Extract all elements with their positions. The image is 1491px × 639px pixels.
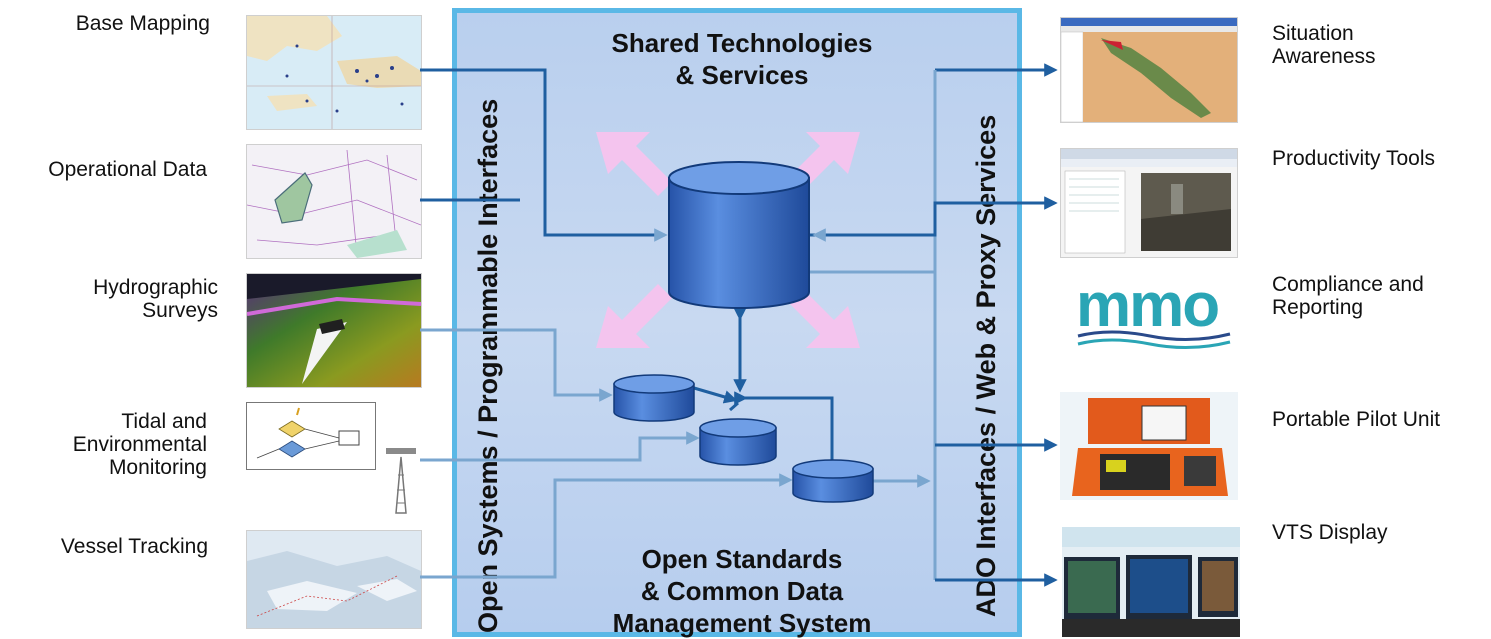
label-vts-display: VTS Display — [1272, 521, 1388, 544]
portable-pilot-unit-thumbnail — [1060, 392, 1238, 500]
tide-gauge-mast-thumbnail — [383, 445, 419, 515]
star-arrow-top-left — [596, 132, 672, 196]
label-vessel-tracking: Vessel Tracking — [60, 535, 208, 558]
panel-top-title: Shared Technologies & Services — [611, 28, 873, 90]
connector-vessel-tracking — [420, 473, 793, 579]
base-mapping-thumbnail — [246, 15, 422, 130]
mmo-logo: mmo — [1070, 274, 1240, 356]
vessel-tracking-thumbnail — [246, 530, 422, 629]
star-arrow-bottom-left — [596, 284, 672, 348]
connector-hydrographic-surveys — [420, 328, 613, 402]
label-productivity-tools: Productivity Tools — [1272, 147, 1436, 170]
connector-db2-to-hub — [729, 401, 739, 412]
central-database-icon — [668, 161, 810, 309]
connector-tidal-monitoring — [420, 431, 700, 462]
connector-base-mapping — [420, 68, 668, 242]
vts-display-thumbnail — [1062, 527, 1240, 637]
panel-bottom-title: Open Standards & Common Data Management … — [612, 544, 872, 638]
label-operational-data: Operational Data — [48, 158, 207, 181]
label-tidal-monitoring: Tidal and Environmental Monitoring — [72, 410, 207, 479]
star-arrow-bottom-right — [784, 284, 860, 348]
label-base-mapping: Base Mapping — [75, 12, 210, 35]
mmo-logo-text: mmo — [1076, 274, 1218, 340]
hydrographic-surveys-thumbnail — [246, 273, 422, 388]
small-database-3-icon — [792, 459, 874, 503]
label-situation-awareness: Situation Awareness — [1272, 22, 1376, 68]
connector-db3-to-hub — [734, 391, 834, 465]
label-hydrographic-surveys: Hydrographic Surveys — [93, 276, 218, 322]
small-database-2-icon — [699, 418, 777, 466]
connector-db1-to-hub — [693, 386, 738, 404]
tidal-monitoring-diagram-thumbnail — [246, 402, 376, 470]
label-compliance-reporting: Compliance and Reporting — [1272, 273, 1424, 319]
situation-awareness-thumbnail — [1060, 17, 1238, 123]
connector-productivity-tools — [810, 196, 1058, 237]
productivity-tools-thumbnail — [1060, 148, 1238, 258]
label-portable-pilot-unit: Portable Pilot Unit — [1272, 408, 1441, 431]
small-database-1-icon — [613, 374, 695, 422]
